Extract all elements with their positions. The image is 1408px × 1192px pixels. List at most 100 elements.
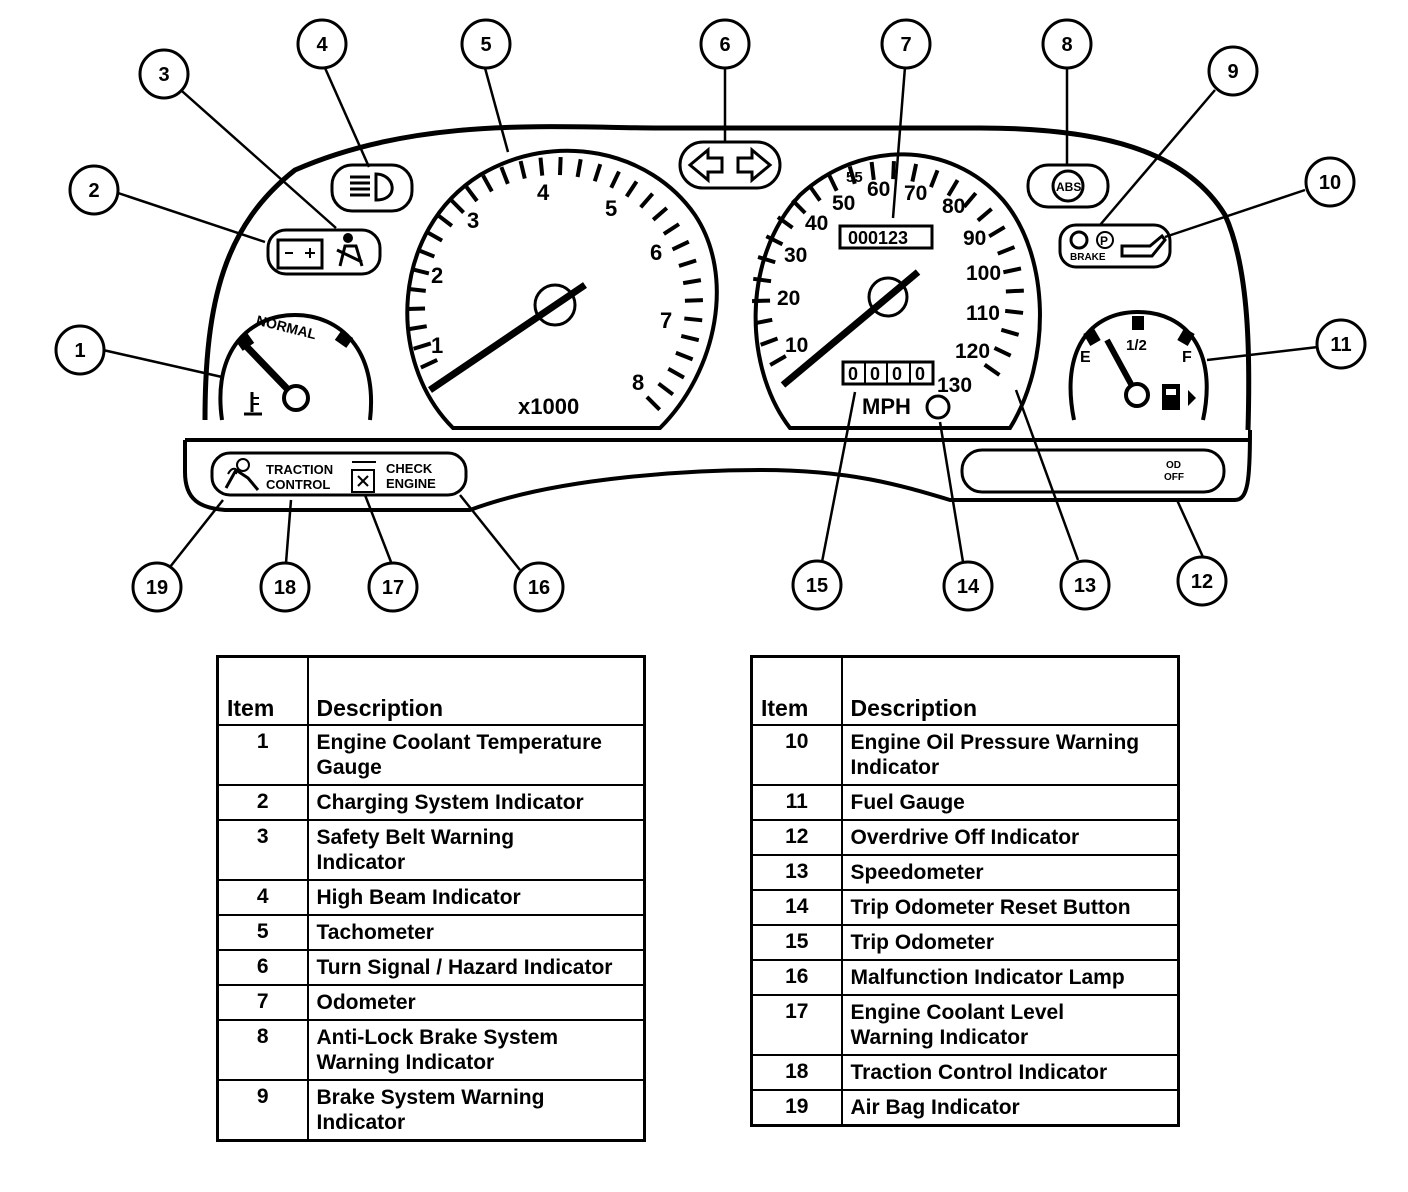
item-number: 11 (750, 784, 843, 821)
gauge-tick (408, 324, 428, 332)
description-line: Turn Signal / Hazard Indicator (316, 956, 613, 979)
air-bag-icon (224, 458, 260, 491)
trip-reset-button[interactable] (925, 394, 951, 420)
description-line: Brake System Warning (316, 1086, 545, 1109)
lower-warning-panel: TRACTION CONTROL CHECK ENGINE (210, 451, 468, 497)
description-line: Anti-Lock Brake System (316, 1026, 559, 1049)
gauge-tick (684, 298, 703, 303)
check-engine-label-2: ENGINE (386, 476, 436, 491)
tachometer: 1 2 3 4 5 6 7 8 x1000 (405, 148, 719, 430)
gauge-tick (662, 222, 681, 236)
gauge-tick (518, 160, 527, 180)
description-line: Safety Belt Warning (316, 826, 515, 849)
description-line: Indicator (316, 1111, 406, 1134)
item-description: Speedometer (840, 854, 1180, 891)
seatbelt-icon (336, 233, 364, 267)
callout-18: 18 (259, 561, 311, 613)
description-line: Indicator (850, 756, 940, 779)
item-number: 1 (216, 724, 309, 786)
high-beam-indicator (330, 163, 414, 213)
gauge-tick (667, 367, 685, 380)
item-number: 19 (750, 1089, 843, 1127)
svg-text:17: 17 (382, 577, 404, 599)
gauge-tick (416, 248, 436, 259)
callout-2: 2 (68, 164, 120, 216)
speedo-numeral-10: 10 (785, 334, 808, 357)
gauge-tick (575, 158, 583, 178)
gauge-tick (678, 258, 697, 268)
item-description: Fuel Gauge (840, 784, 1180, 821)
svg-text:15: 15 (806, 575, 828, 597)
tach-unit-label: x1000 (518, 394, 579, 419)
callout-10: 10 (1304, 156, 1356, 208)
brake-p-label: P (1100, 234, 1108, 248)
gauge-tick (464, 185, 479, 203)
svg-text:5: 5 (480, 34, 491, 56)
item-description: Air Bag Indicator (840, 1089, 1180, 1127)
gauge-tick (997, 245, 1016, 256)
gauge-tick (776, 215, 794, 230)
gauge-tick (680, 333, 700, 343)
svg-text:11: 11 (1330, 334, 1351, 356)
gauge-tick (962, 191, 978, 209)
description-line: Speedometer (850, 861, 984, 884)
item-description: Traction Control Indicator (840, 1054, 1180, 1091)
gauge-tick (891, 161, 896, 180)
description-line: Overdrive Off Indicator (850, 826, 1080, 849)
gauge-tick (410, 267, 430, 276)
item-description: Tachometer (306, 914, 646, 951)
callout-3: 3 (138, 48, 190, 100)
item-number: 10 (750, 724, 843, 786)
speedo-needle (780, 269, 921, 388)
svg-text:1: 1 (74, 340, 85, 362)
charging-seatbelt-indicator (266, 228, 382, 276)
gauge-tick (1005, 288, 1024, 294)
gauge-tick (557, 157, 563, 176)
gauge-tick (988, 225, 1006, 239)
description-line: Engine Oil Pressure Warning (850, 731, 1140, 754)
gauge-tick (624, 180, 639, 198)
tach-numeral-3: 3 (467, 208, 479, 233)
od-label: OD (1166, 460, 1181, 471)
trip-digit-3: 0 (892, 364, 902, 384)
speedo-numeral-50: 50 (832, 192, 855, 215)
gauge-tick (946, 179, 960, 197)
speedo-numeral-70: 70 (904, 182, 927, 205)
tach-numeral-2: 2 (431, 263, 443, 288)
cluster-bottom-left (183, 429, 1252, 512)
tach-numeral-4: 4 (537, 180, 550, 205)
gauge-tick (827, 173, 839, 192)
description-line: Tachometer (316, 921, 434, 944)
coolant-temp-icon (244, 392, 262, 416)
svg-text:6: 6 (719, 34, 730, 56)
gauge-tick (754, 317, 773, 326)
gauge-tick (976, 207, 993, 223)
speedo-numeral-20: 20 (777, 287, 800, 310)
speedo-numeral-30: 30 (784, 244, 807, 267)
callout-8: 8 (1041, 18, 1093, 70)
overdrive-off-indicator: OD OFF (960, 448, 1226, 494)
svg-text:3: 3 (158, 64, 169, 86)
gauge-tick (645, 395, 662, 412)
legend-header-row: Item Description (750, 655, 1180, 726)
gauge-tick (592, 163, 603, 182)
coolant-level-icon (351, 461, 376, 493)
check-engine-label-1: CHECK (386, 461, 433, 476)
right-arrow-icon (736, 146, 773, 184)
item-description: Overdrive Off Indicator (840, 819, 1180, 856)
item-number: 4 (216, 879, 309, 916)
callout-15: 15 (791, 559, 843, 611)
gauge-tick (481, 174, 494, 193)
gauge-tick (869, 161, 876, 181)
tachometer-ticks (407, 157, 703, 412)
description-column-header: Description (306, 655, 646, 726)
item-number: 3 (216, 819, 309, 881)
